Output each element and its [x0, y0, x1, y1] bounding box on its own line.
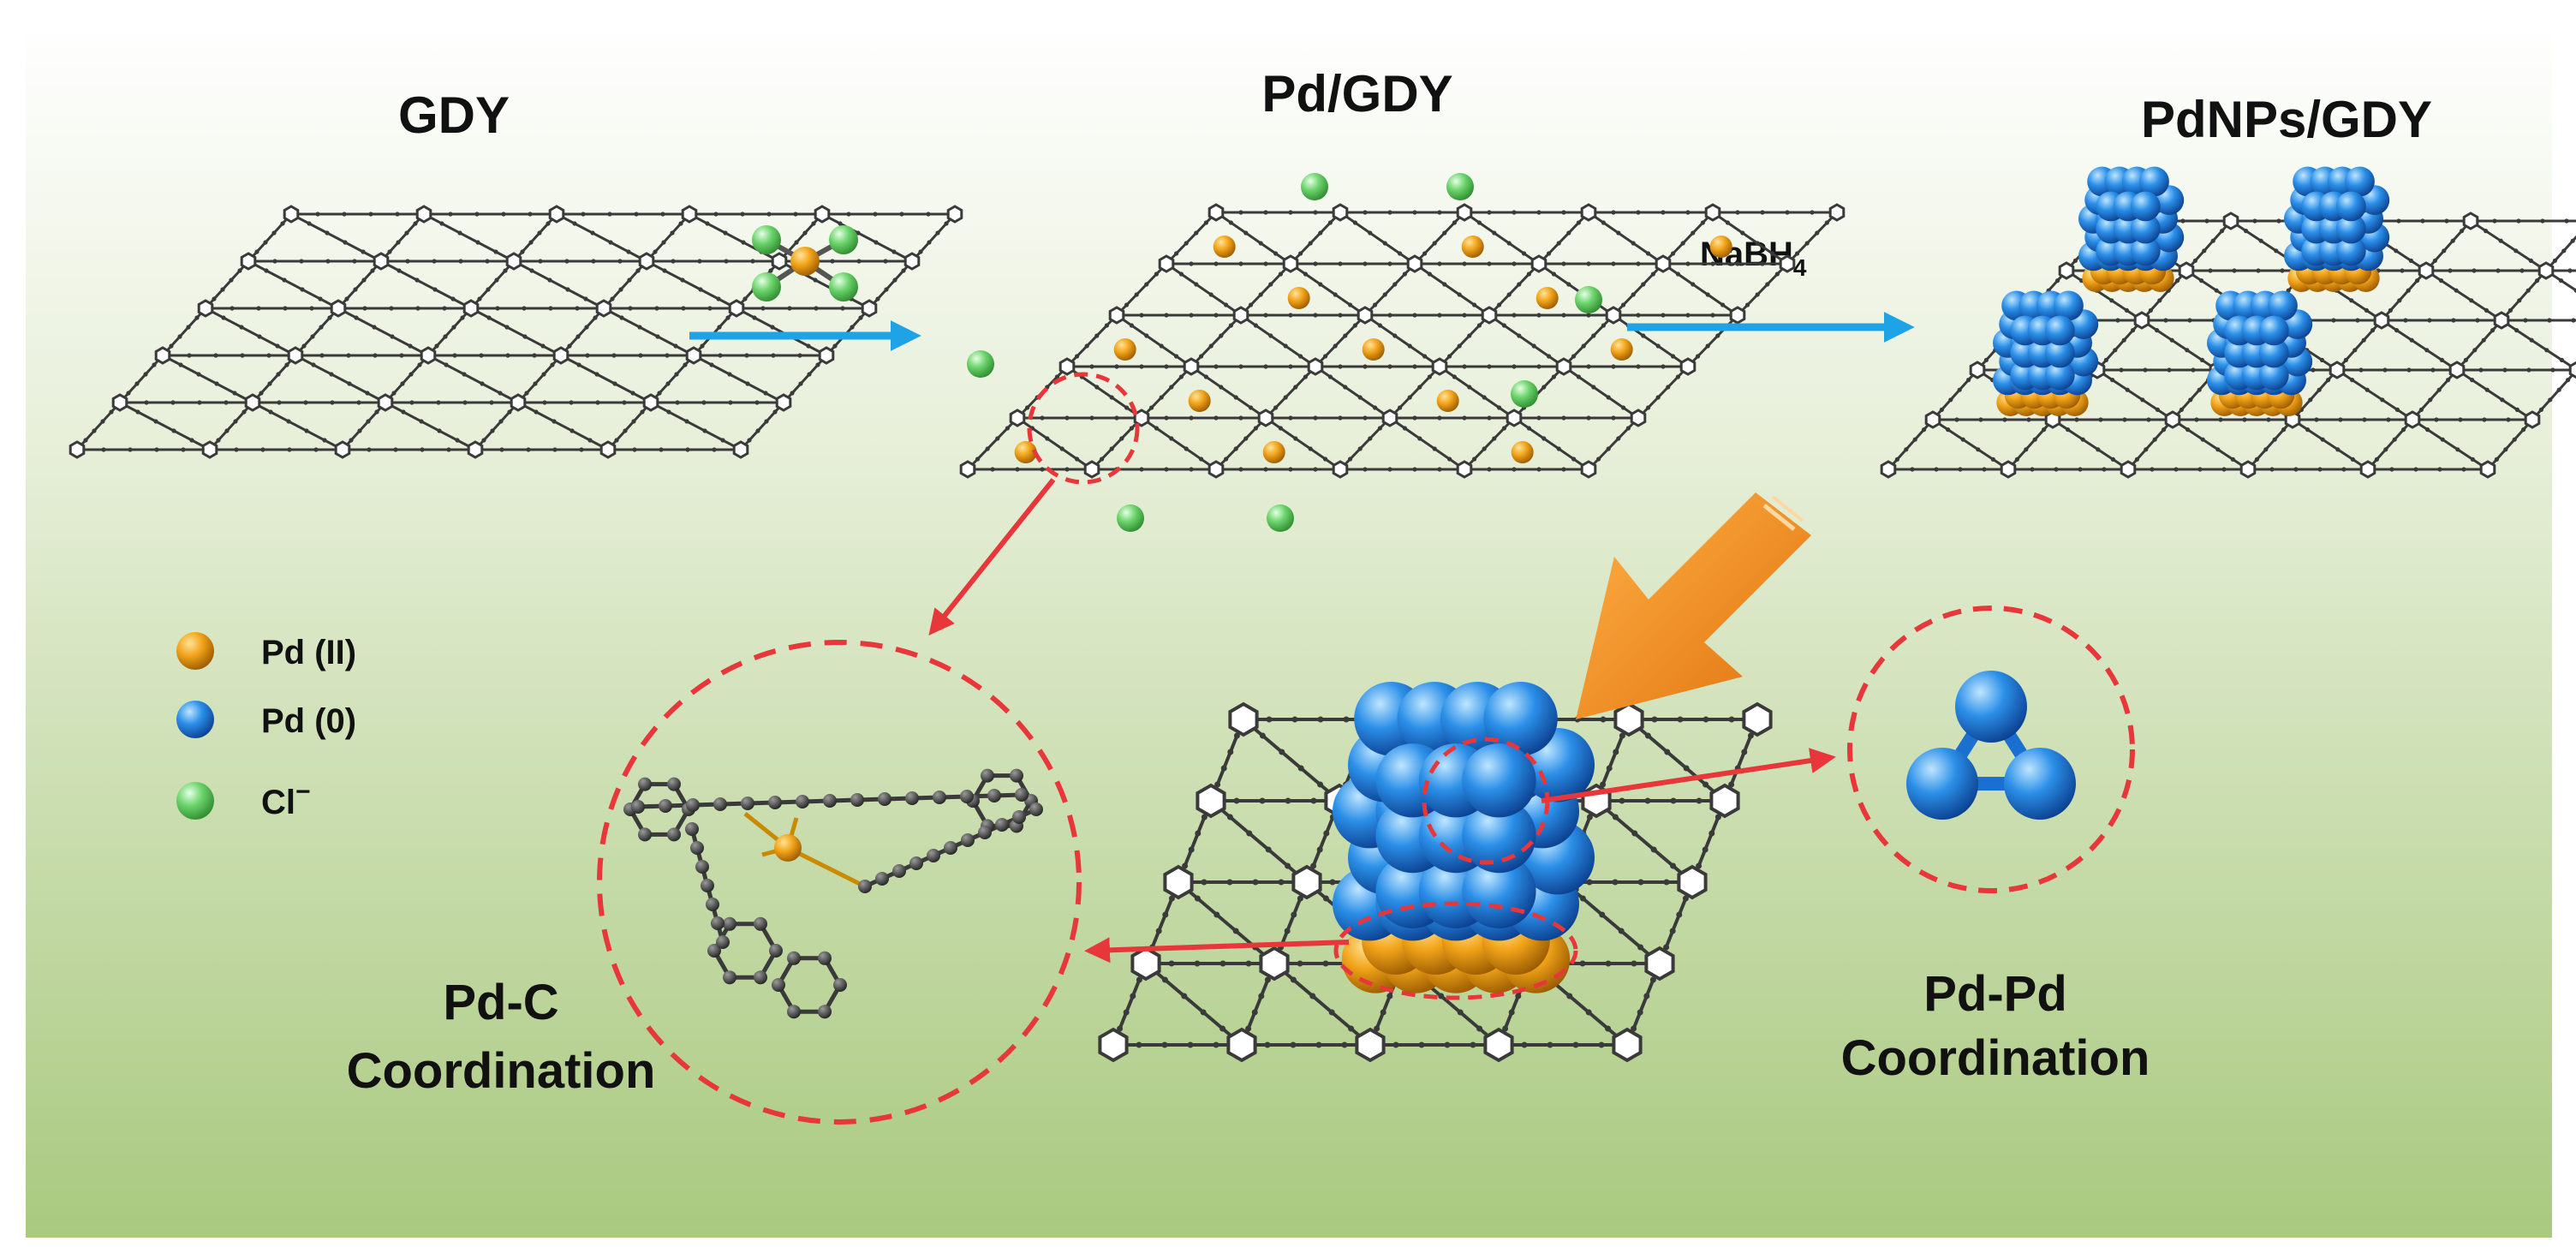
- interface-highlight-ellipse: [1333, 901, 1578, 1000]
- chloride-ions: [967, 173, 1602, 532]
- title-pdnps-gdy: PdNPs/GDY: [2141, 91, 2432, 148]
- pd-c-zoom-circle: [597, 640, 1082, 1125]
- pd-site-highlight-circle: [1027, 372, 1140, 485]
- pd-c-caption-line2: Coordination: [347, 1043, 656, 1099]
- pdcl4-complex-icon: [752, 225, 858, 301]
- legend-pd-0-marker: [176, 701, 214, 738]
- arrow-to-pd-c-circle: [1084, 937, 1350, 964]
- title-gdy: GDY: [398, 87, 510, 144]
- pd-c-caption-line1: Pd-C: [443, 975, 558, 1030]
- pd-gdy-lattice: [959, 203, 1846, 479]
- pd-pd-zoom-circle: [1847, 606, 2135, 893]
- title-pd-gdy: Pd/GDY: [1261, 65, 1452, 122]
- legend-pd-0-label: Pd (0): [261, 702, 356, 740]
- legend-pd-ii-marker: [176, 632, 214, 670]
- legend: Pd (II) Pd (0) Cl−: [176, 632, 356, 821]
- legend-pd-ii-label: Pd (II): [261, 634, 356, 671]
- pd-ii-ions: [1014, 236, 1732, 463]
- pd-pd-trimer: [1906, 671, 2076, 820]
- pd-nanoparticles: [1993, 166, 2390, 416]
- arrow-to-pd-pd-circle: [1541, 748, 1836, 803]
- pd-pd-caption-line2: Coordination: [1841, 1030, 2150, 1086]
- zoomed-pd-nanoparticle: [1333, 682, 1595, 993]
- gdy-lattice: [69, 205, 963, 459]
- pd-pd-caption-line1: Pd-Pd: [1923, 966, 2067, 1022]
- arrow-to-pd-c-zoom: [928, 478, 1056, 636]
- legend-cl-marker: [176, 782, 214, 820]
- pd-c-coordination-structure: [623, 768, 1043, 1019]
- orange-transition-arrow: [1576, 492, 1811, 719]
- legend-cl-label: Cl−: [261, 778, 311, 821]
